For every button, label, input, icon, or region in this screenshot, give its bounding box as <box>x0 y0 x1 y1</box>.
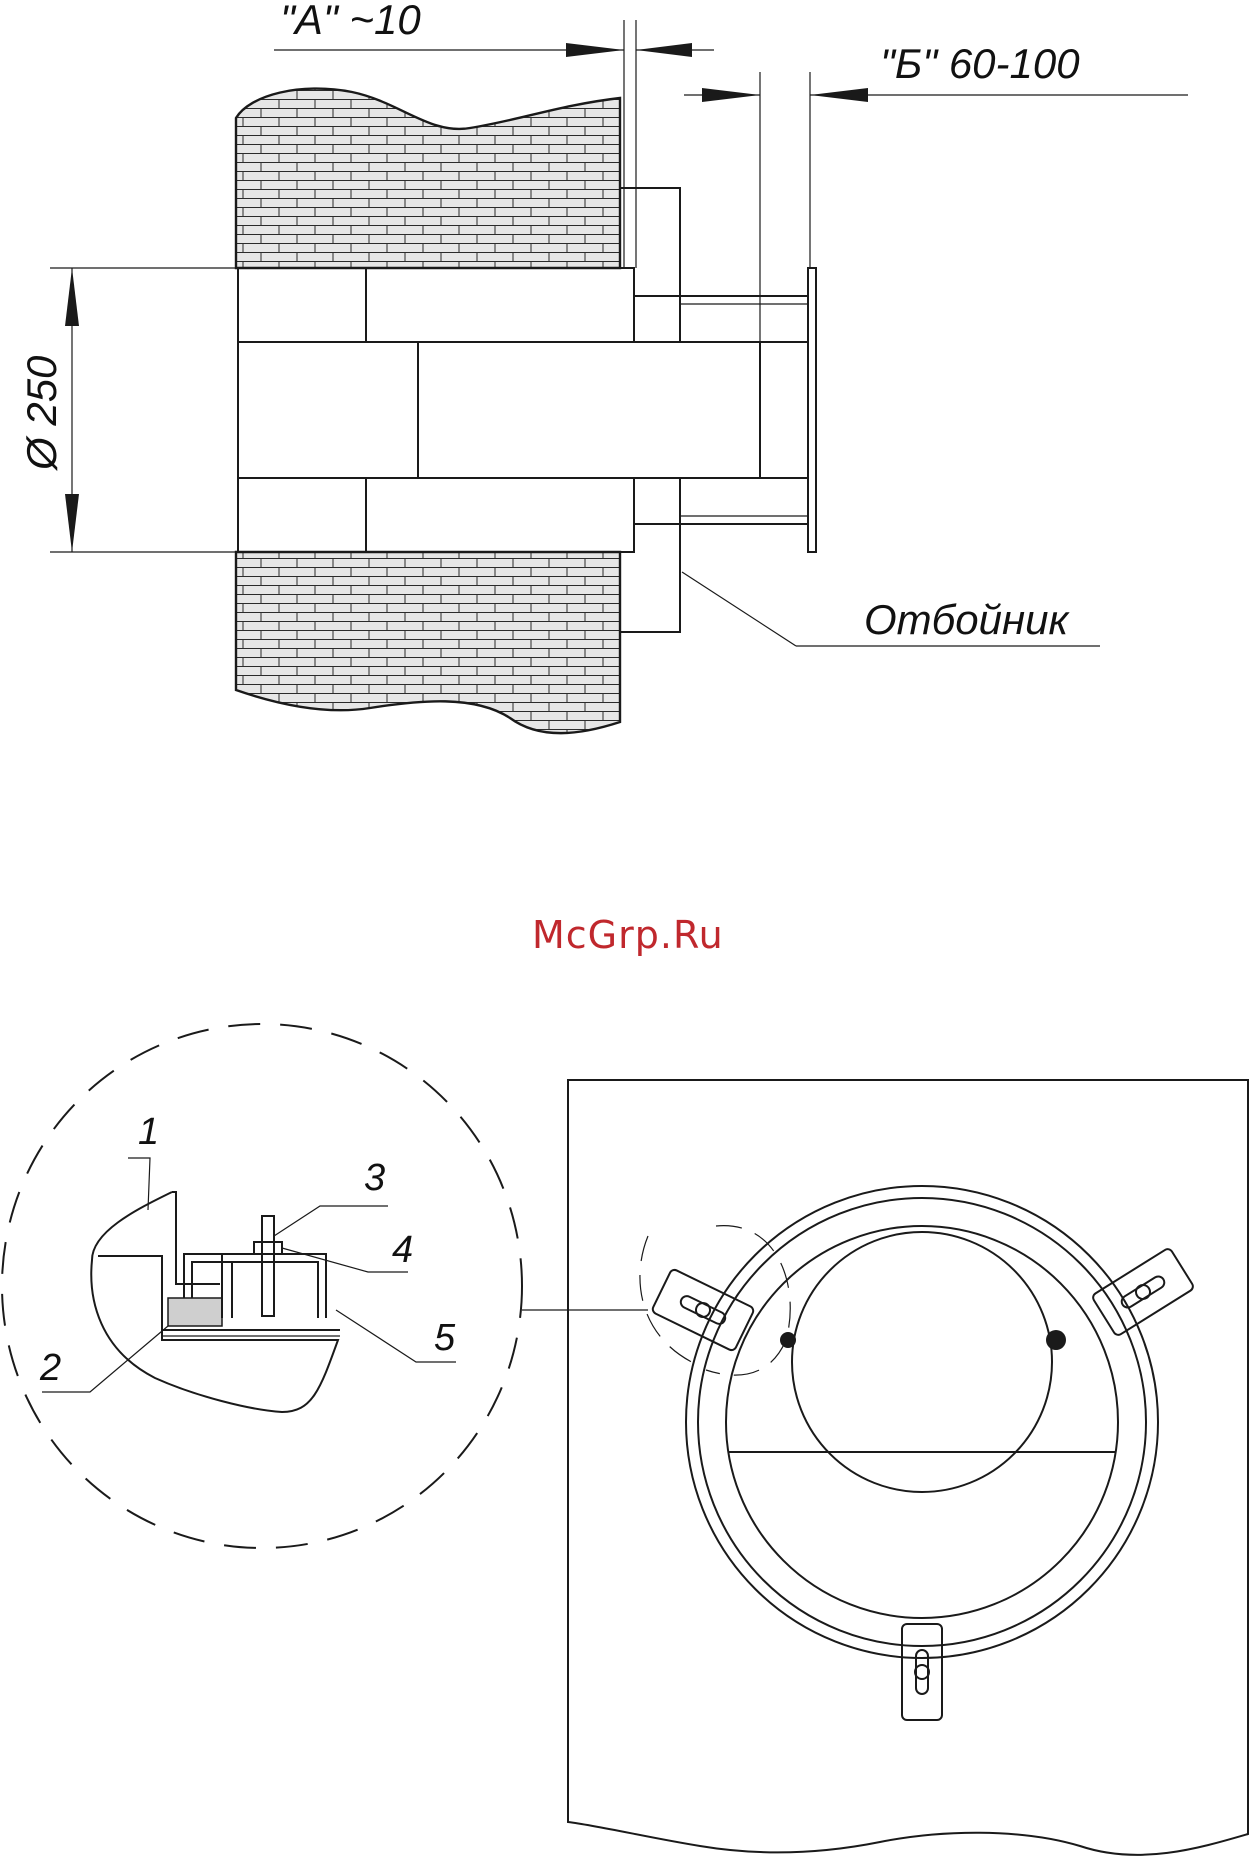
dimension-b <box>684 72 1188 342</box>
watermark: McGrp.Ru <box>532 913 724 957</box>
callout-leaders <box>42 1158 456 1392</box>
bracket-left <box>651 1268 755 1351</box>
wall-lower-bricks <box>236 552 620 733</box>
wall-upper-bricks <box>236 89 620 268</box>
callout-2: 2 <box>39 1347 61 1389</box>
detail-stud <box>222 1216 282 1318</box>
deflector-label: Отбойник <box>864 596 1070 643</box>
fixing-dot-right <box>1046 1330 1066 1350</box>
bracket-bottom <box>902 1624 942 1720</box>
pipe-sleeve <box>238 268 760 552</box>
front-panel <box>568 1080 1248 1855</box>
detail-view <box>2 1024 522 1548</box>
middle-ring <box>698 1198 1146 1646</box>
bracket-right <box>1091 1247 1194 1336</box>
outer-ring <box>686 1186 1158 1658</box>
callout-1: 1 <box>138 1111 159 1153</box>
callout-5: 5 <box>434 1317 456 1359</box>
pipe-outlet-upper <box>680 296 808 342</box>
wall-section <box>236 89 816 734</box>
pipe-outlet-lower <box>680 478 808 524</box>
dim-b-label: "Б" 60-100 <box>880 40 1080 87</box>
inner-ring <box>726 1226 1118 1618</box>
callout-4: 4 <box>392 1229 413 1271</box>
dim-a-label: "А" ~10 <box>280 0 421 43</box>
front-view <box>568 1080 1248 1855</box>
diameter-label: Ø 250 <box>18 355 65 472</box>
callout-3: 3 <box>364 1157 385 1199</box>
dimension-diameter <box>50 268 238 552</box>
deflector-plate <box>808 268 816 552</box>
detail-weld <box>168 1298 222 1326</box>
fixing-dot-left <box>780 1332 796 1348</box>
wall-collar <box>620 188 680 632</box>
